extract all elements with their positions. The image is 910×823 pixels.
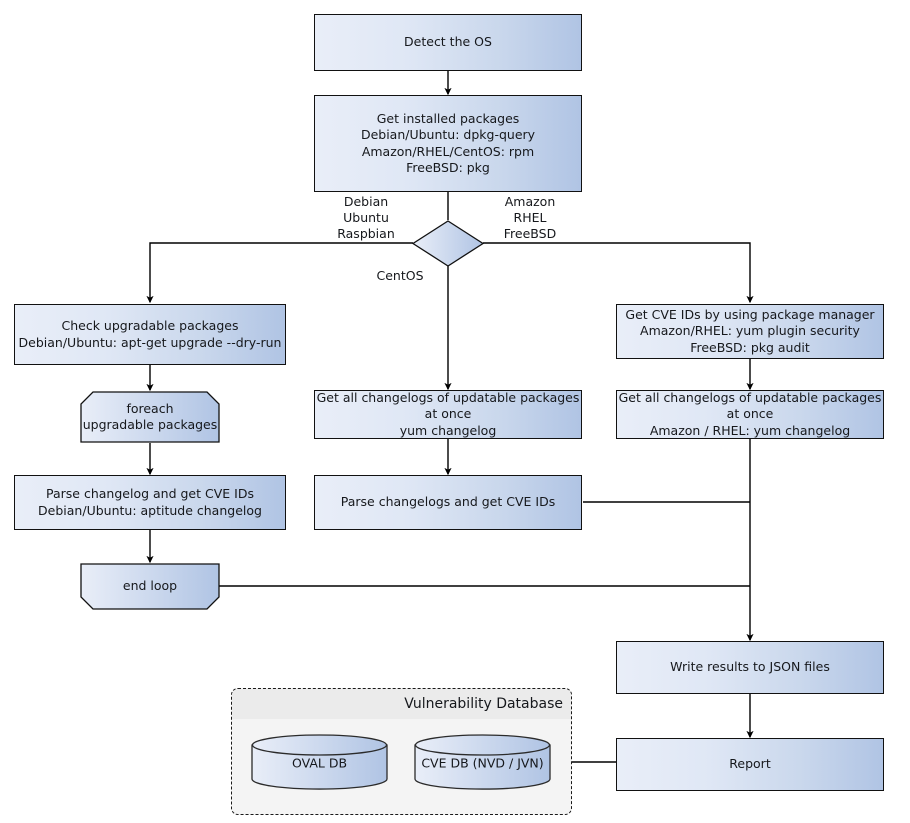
node-write-results-label: Write results to JSON files [670,659,830,675]
node-check-upgradable-packages-label: Check upgradable packages Debian/Ubuntu:… [18,318,282,350]
edge-label-branch-down: CentOS [376,268,424,283]
node-get-cve-ids-right-label: Get CVE IDs by using package manager Ama… [625,306,875,355]
node-parse-changelogs-center-label: Parse changelogs and get CVE IDs [340,494,556,510]
node-parse-changelog-left-label: Parse changelog and get CVE IDs Debian/U… [38,486,262,518]
node-detect-os[interactable]: Detect the OS [314,14,582,71]
node-get-changelogs-right-label: Get all changelogs of updatable packages… [618,389,882,438]
node-foreach-loop[interactable]: foreach upgradable packages [80,391,220,443]
group-vulnerability-database-header: Vulnerability Database [232,689,571,719]
node-end-loop-label: end loop [122,578,178,594]
edge-label-branch-right: Amazon RHEL FreeBSD [503,194,557,241]
node-write-results[interactable]: Write results to JSON files [616,641,884,694]
database-cve-db[interactable]: CVE DB (NVD / JVN) [414,734,551,790]
node-get-changelogs-center-label: Get all changelogs of updatable packages… [316,389,580,438]
group-vulnerability-database-title: Vulnerability Database [404,696,563,712]
node-check-upgradable-packages[interactable]: Check upgradable packages Debian/Ubuntu:… [14,304,286,365]
database-oval-db-label: OVAL DB [291,755,348,771]
node-detect-os-label: Detect the OS [404,34,492,50]
node-get-changelogs-right[interactable]: Get all changelogs of updatable packages… [616,390,884,439]
edge-label-branch-left: Debian Ubuntu Raspbian [337,194,395,241]
node-get-installed-packages[interactable]: Get installed packages Debian/Ubuntu: dp… [314,95,582,192]
database-oval-db[interactable]: OVAL DB [251,734,388,790]
node-foreach-loop-label: foreach upgradable packages [82,400,218,433]
node-os-decision[interactable] [412,220,484,267]
group-vulnerability-database: Vulnerability Database OVAL DB [231,688,572,815]
node-report-label: Report [729,756,771,772]
database-cve-db-label: CVE DB (NVD / JVN) [421,755,544,771]
node-end-loop[interactable]: end loop [80,563,220,610]
node-parse-changelog-left[interactable]: Parse changelog and get CVE IDs Debian/U… [14,475,286,530]
node-report[interactable]: Report [616,738,884,791]
node-get-cve-ids-right[interactable]: Get CVE IDs by using package manager Ama… [616,304,884,359]
node-parse-changelogs-center[interactable]: Parse changelogs and get CVE IDs [314,475,582,530]
node-get-changelogs-center[interactable]: Get all changelogs of updatable packages… [314,390,582,439]
node-get-installed-packages-label: Get installed packages Debian/Ubuntu: dp… [360,110,536,176]
